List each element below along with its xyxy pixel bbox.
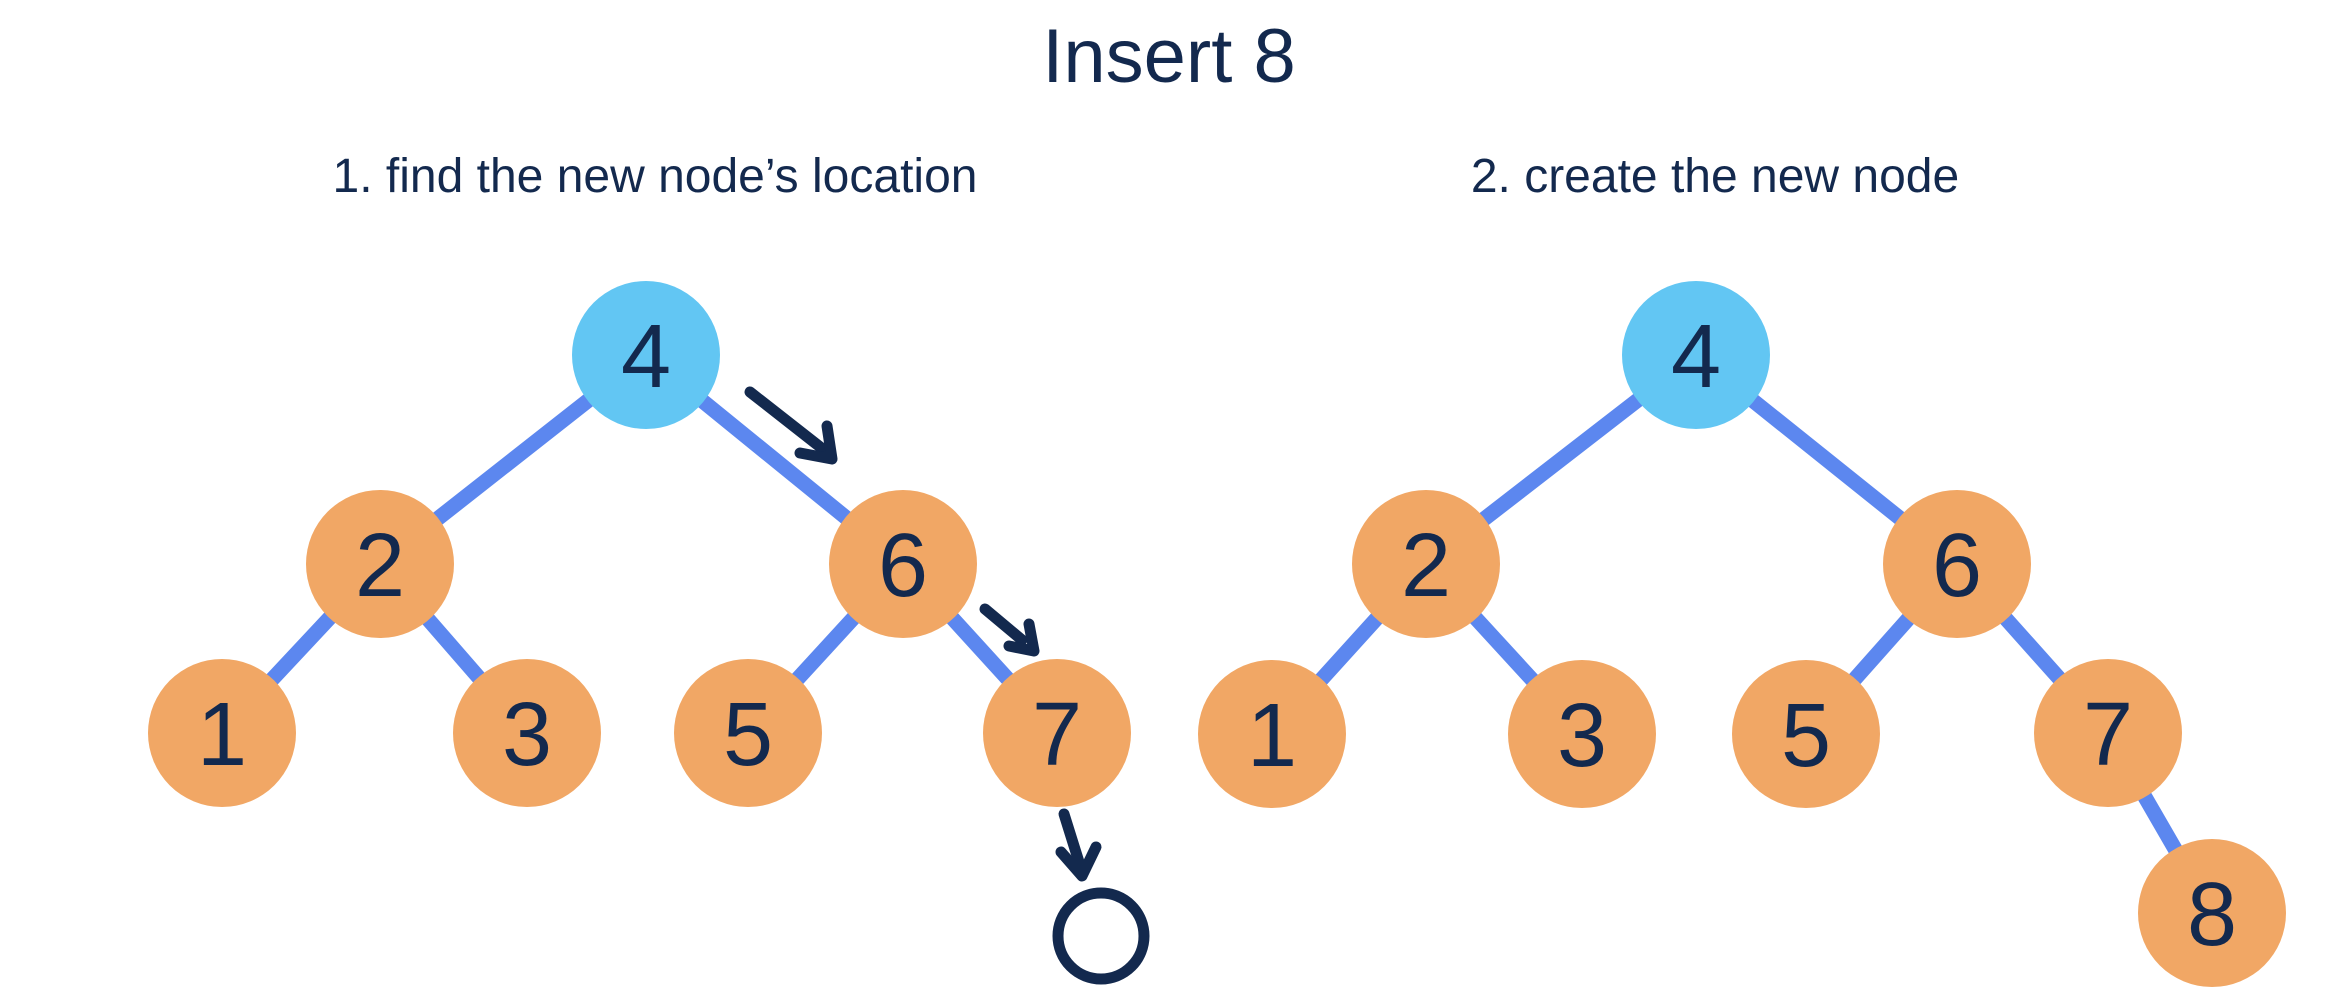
node-label: 4 xyxy=(621,307,671,407)
node-circle xyxy=(1352,490,1500,638)
tree-node-6: 6 xyxy=(829,490,977,638)
arrow-down-icon xyxy=(1055,808,1102,882)
arrow-down-right-icon xyxy=(979,603,1040,657)
node-circle xyxy=(453,659,601,807)
node-circle xyxy=(829,490,977,638)
node-circle xyxy=(148,659,296,807)
node-label: 5 xyxy=(723,685,773,785)
node-circle xyxy=(1732,660,1880,808)
panel1-caption: 1. find the new node’s location xyxy=(333,150,978,203)
panel2-caption: 2. create the new node xyxy=(1471,150,1959,203)
node-circle-highlighted xyxy=(572,281,720,429)
node-label: 5 xyxy=(1781,686,1831,786)
arrow-shaft xyxy=(1058,808,1085,868)
tree-node-2: 2 xyxy=(1352,490,1500,638)
tree-node-root-4: 4 xyxy=(572,281,720,429)
node-label: 6 xyxy=(1932,516,1982,616)
node-circle xyxy=(306,490,454,638)
node-circle xyxy=(1508,660,1656,808)
empty-circle-outline-icon xyxy=(1052,887,1150,985)
arrow-down-right-icon xyxy=(744,386,838,465)
node-circle xyxy=(1883,490,2031,638)
tree-node-7: 7 xyxy=(983,659,1131,807)
tree-node-root-4: 4 xyxy=(1622,281,1770,429)
node-circle xyxy=(2034,659,2182,807)
node-label: 7 xyxy=(2083,685,2133,785)
arrow-shaft xyxy=(979,603,1028,646)
page-title: Insert 8 xyxy=(1042,14,1295,99)
node-label: 8 xyxy=(2187,865,2237,965)
arrow-head xyxy=(794,420,838,465)
node-label: 1 xyxy=(1247,686,1297,786)
arrow-head xyxy=(1055,841,1102,882)
node-label: 4 xyxy=(1671,307,1721,407)
node-circle xyxy=(1198,660,1346,808)
arrow-shaft xyxy=(744,386,830,456)
tree-node-3: 3 xyxy=(453,659,601,807)
tree-node-2: 2 xyxy=(306,490,454,638)
node-label: 7 xyxy=(1032,685,1082,785)
tree-node-8-new: 8 xyxy=(2138,839,2286,987)
node-label: 6 xyxy=(878,516,928,616)
tree-step2: 4 2 6 1 3 5 7 xyxy=(1198,281,2286,987)
tree-node-7: 7 xyxy=(2034,659,2182,807)
node-label: 3 xyxy=(1557,686,1607,786)
arrow-head xyxy=(1003,618,1040,657)
node-label: 1 xyxy=(197,685,247,785)
node-circle xyxy=(674,659,822,807)
node-circle xyxy=(983,659,1131,807)
node-circle-highlighted xyxy=(1622,281,1770,429)
tree-node-6: 6 xyxy=(1883,490,2031,638)
tree-node-3: 3 xyxy=(1508,660,1656,808)
tree-node-5: 5 xyxy=(674,659,822,807)
node-label: 2 xyxy=(1401,516,1451,616)
tree-node-1: 1 xyxy=(148,659,296,807)
tree-step1: 4 2 6 1 3 5 7 xyxy=(148,281,1150,985)
node-label: 2 xyxy=(355,516,405,616)
node-label: 3 xyxy=(502,685,552,785)
tree-node-1: 1 xyxy=(1198,660,1346,808)
node-circle xyxy=(2138,839,2286,987)
tree-node-5: 5 xyxy=(1732,660,1880,808)
